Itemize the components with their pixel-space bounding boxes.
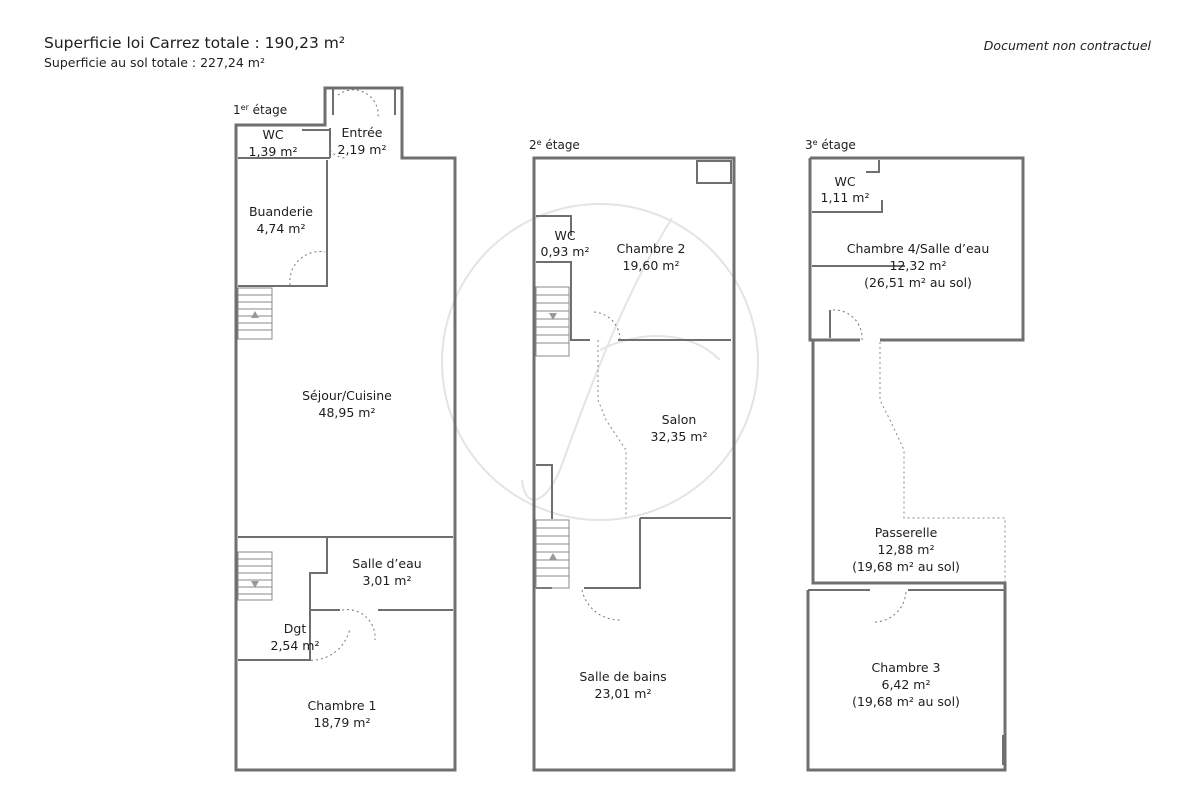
watermark-logo — [441, 203, 759, 521]
svg-text:(19,68 m² au sol): (19,68 m² au sol) — [852, 559, 960, 574]
room-salon: Salon 32,35 m² — [651, 412, 708, 444]
svg-text:2,19 m²: 2,19 m² — [338, 142, 387, 157]
floor-2-outline — [532, 156, 736, 772]
svg-text:Salon: Salon — [662, 412, 697, 427]
floor-3-label: 3e étage — [805, 138, 856, 152]
svg-text:Chambre 1: Chambre 1 — [308, 698, 377, 713]
floor-1-label: 1er étage — [233, 103, 287, 117]
floor-3-top-outline — [808, 156, 1025, 342]
svg-text:(26,51 m² au sol): (26,51 m² au sol) — [864, 275, 972, 290]
room-salle-de-bains: Salle de bains 23,01 m² — [579, 669, 666, 701]
svg-text:Chambre 4/Salle d’eau: Chambre 4/Salle d’eau — [847, 241, 990, 256]
svg-text:48,95 m²: 48,95 m² — [319, 405, 376, 420]
room-salle-deau-1: Salle d’eau 3,01 m² — [352, 556, 421, 588]
svg-text:WC: WC — [554, 228, 575, 243]
svg-text:6,42 m²: 6,42 m² — [882, 677, 931, 692]
svg-text:23,01 m²: 23,01 m² — [595, 686, 652, 701]
svg-text:Dgt: Dgt — [284, 621, 307, 636]
svg-text:Séjour/Cuisine: Séjour/Cuisine — [302, 388, 392, 403]
floor-3: 3e étage WC 1,11 m² Chambre 4/Salle d’ea… — [805, 138, 1025, 772]
svg-text:18,79 m²: 18,79 m² — [314, 715, 371, 730]
svg-text:2,54 m²: 2,54 m² — [271, 638, 320, 653]
svg-text:1,11 m²: 1,11 m² — [821, 190, 870, 205]
room-chambre-4: Chambre 4/Salle d’eau 12,32 m² (26,51 m²… — [847, 241, 990, 290]
room-chambre-1: Chambre 1 18,79 m² — [308, 698, 377, 730]
svg-text:Chambre 3: Chambre 3 — [872, 660, 941, 675]
floor-1-outline — [234, 86, 457, 772]
svg-text:Buanderie: Buanderie — [249, 204, 313, 219]
total-carrez-area: Superficie loi Carrez totale : 190,23 m² — [44, 34, 346, 52]
svg-text:4,74 m²: 4,74 m² — [257, 221, 306, 236]
floor-1: 1er étage — [233, 86, 457, 772]
svg-text:Passerelle: Passerelle — [875, 525, 938, 540]
room-wc-1: WC 1,39 m² — [249, 127, 298, 159]
room-chambre-2: Chambre 2 19,60 m² — [617, 241, 686, 273]
staircase-floor-1-up — [237, 287, 273, 340]
floor-2-label: 2e étage — [529, 138, 580, 152]
floor-2: 2e étage — [529, 138, 736, 772]
svg-text:12,32 m²: 12,32 m² — [890, 258, 947, 273]
room-sejour-cuisine: Séjour/Cuisine 48,95 m² — [302, 388, 392, 420]
svg-text:Entrée: Entrée — [342, 125, 383, 140]
staircase-floor-1-down — [237, 551, 273, 601]
room-entree: Entrée 2,19 m² — [338, 125, 387, 157]
svg-text:3,01 m²: 3,01 m² — [363, 573, 412, 588]
svg-text:WC: WC — [834, 174, 855, 189]
svg-text:(19,68 m² au sol): (19,68 m² au sol) — [852, 694, 960, 709]
disclaimer: Document non contractuel — [983, 38, 1151, 53]
svg-text:12,88 m²: 12,88 m² — [878, 542, 935, 557]
staircase-floor-2-down — [535, 286, 570, 357]
room-passerelle: Passerelle 12,88 m² (19,68 m² au sol) — [852, 525, 960, 574]
room-dgt: Dgt 2,54 m² — [271, 621, 320, 653]
room-wc-2: WC 0,93 m² — [541, 228, 590, 259]
svg-text:Chambre 2: Chambre 2 — [617, 241, 686, 256]
svg-text:Salle de bains: Salle de bains — [579, 669, 666, 684]
staircase-floor-2-up — [535, 519, 570, 589]
room-wc-3: WC 1,11 m² — [821, 174, 870, 205]
svg-text:0,93 m²: 0,93 m² — [541, 244, 590, 259]
floor-3-bottom-outline — [806, 340, 1007, 772]
svg-text:Salle d’eau: Salle d’eau — [352, 556, 421, 571]
svg-text:WC: WC — [262, 127, 283, 142]
svg-text:32,35 m²: 32,35 m² — [651, 429, 708, 444]
total-floor-area: Superficie au sol totale : 227,24 m² — [44, 55, 265, 70]
svg-text:19,60 m²: 19,60 m² — [623, 258, 680, 273]
room-buanderie: Buanderie 4,74 m² — [249, 204, 313, 236]
svg-text:1,39 m²: 1,39 m² — [249, 144, 298, 159]
room-chambre-3: Chambre 3 6,42 m² (19,68 m² au sol) — [852, 660, 960, 709]
